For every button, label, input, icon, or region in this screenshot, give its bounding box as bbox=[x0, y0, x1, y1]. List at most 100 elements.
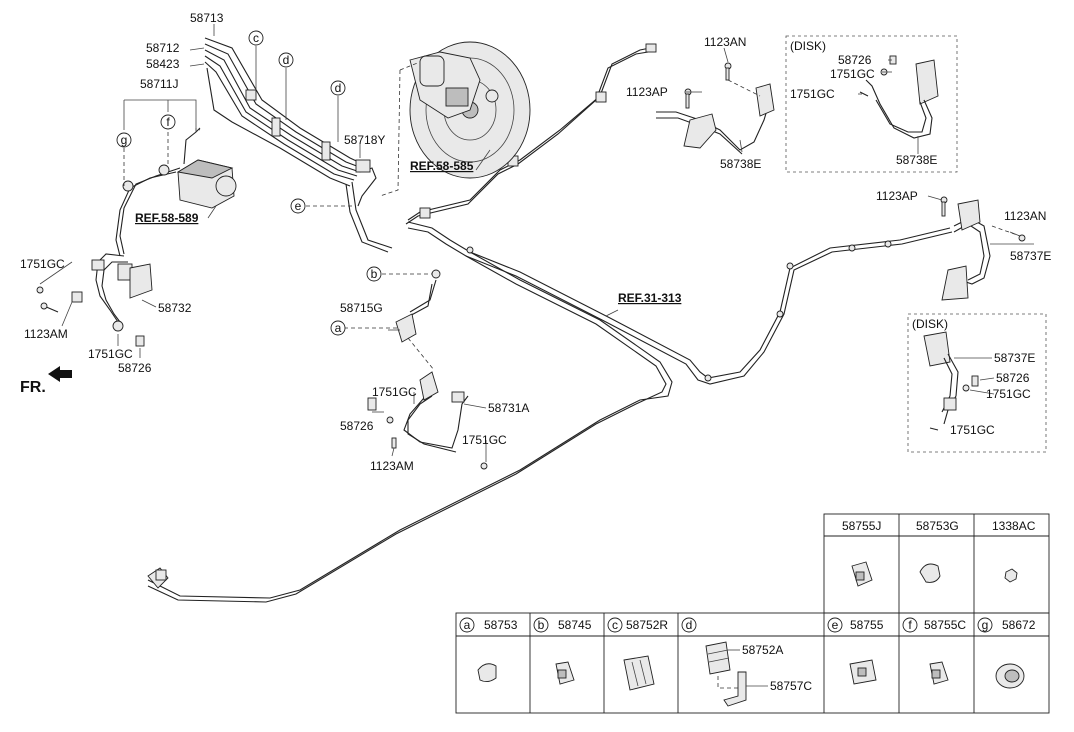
junction-block bbox=[355, 159, 371, 173]
svg-text:a: a bbox=[464, 618, 471, 632]
callout-e: e bbox=[290, 198, 306, 214]
rear-pipe-bundle bbox=[147, 221, 953, 603]
leader-lines bbox=[39, 24, 1034, 462]
label-1751GC-a: 1751GC bbox=[20, 257, 65, 271]
clip-c bbox=[245, 89, 257, 101]
callout-a: a bbox=[330, 320, 346, 336]
label-1123AP-b: 1123AP bbox=[876, 189, 918, 203]
svg-text:c: c bbox=[253, 31, 259, 45]
label-1123AM-b: 1123AM bbox=[370, 459, 414, 473]
svg-text:g: g bbox=[121, 133, 128, 147]
disk-inset-front bbox=[785, 35, 958, 173]
table-cell-58753: 58753 bbox=[484, 618, 518, 632]
callout-b: b bbox=[366, 266, 382, 282]
table-cell-58755C: 58755C bbox=[924, 618, 966, 632]
svg-text:58738E: 58738E bbox=[896, 153, 937, 167]
clip-58755C-icon bbox=[929, 661, 949, 685]
svg-text:f: f bbox=[908, 618, 912, 632]
svg-text:58737E: 58737E bbox=[994, 351, 1035, 365]
svg-text:b: b bbox=[538, 618, 545, 632]
table-cell-58755: 58755 bbox=[850, 618, 884, 632]
label-58713: 58713 bbox=[190, 11, 224, 25]
clip-58755J-icon bbox=[851, 561, 873, 587]
clip-58755-icon bbox=[849, 659, 877, 685]
svg-text:e: e bbox=[832, 618, 839, 632]
disk-front-labels: (DISK) 58726 1751GC 1751GC 58738E bbox=[790, 39, 937, 167]
table-cell-58752R: 58752R bbox=[626, 618, 668, 632]
callout-f: f bbox=[160, 114, 176, 130]
rear-left-hose bbox=[367, 269, 488, 470]
table-cell-58672: 58672 bbox=[1002, 618, 1036, 632]
svg-text:(DISK): (DISK) bbox=[912, 317, 948, 331]
label-58726-a: 58726 bbox=[118, 361, 152, 375]
clip-d-2 bbox=[321, 141, 331, 161]
grommet-58672-icon bbox=[995, 663, 1025, 689]
svg-text:1751GC: 1751GC bbox=[950, 423, 995, 437]
label-58715G: 58715G bbox=[340, 301, 383, 315]
disk-inset-rear bbox=[907, 313, 1047, 453]
svg-text:d: d bbox=[283, 53, 290, 67]
svg-text:d: d bbox=[686, 618, 693, 632]
callout-c: c bbox=[248, 30, 264, 46]
svg-text:1751GC: 1751GC bbox=[986, 387, 1031, 401]
table-header-58755J: 58755J bbox=[842, 519, 881, 533]
parts-table: 58755J 58753G 1338AC a 58753 b 58745 c 5… bbox=[455, 513, 1050, 714]
svg-text:c: c bbox=[612, 618, 618, 632]
label-58738E-a: 58738E bbox=[720, 157, 761, 171]
label-1123AN-b: 1123AN bbox=[1004, 209, 1046, 223]
callout-d-2: d bbox=[330, 80, 346, 96]
nut-1338AC-icon bbox=[1004, 568, 1018, 583]
svg-text:58726: 58726 bbox=[996, 371, 1030, 385]
label-58726-b: 58726 bbox=[340, 419, 374, 433]
part-labels: 58713 58712 58423 58711J 58718Y 1751GC 1… bbox=[20, 11, 1051, 473]
bracket-58757C-icon bbox=[717, 671, 768, 707]
label-58732: 58732 bbox=[158, 301, 192, 315]
label-58718Y: 58718Y bbox=[344, 133, 385, 147]
clip-d-1 bbox=[271, 117, 281, 137]
clip-58753G-icon bbox=[919, 563, 941, 583]
table-header-1338AC: 1338AC bbox=[992, 519, 1036, 533]
svg-text:1751GC: 1751GC bbox=[790, 87, 835, 101]
label-58711J: 58711J bbox=[140, 77, 178, 91]
callout-d-1: d bbox=[278, 52, 294, 68]
label-1123AM-a: 1123AM bbox=[24, 327, 68, 341]
table-cell-58757C: 58757C bbox=[770, 679, 812, 693]
clip-58752R-icon bbox=[623, 655, 655, 691]
front-direction-indicator: FR. bbox=[20, 366, 72, 396]
ref-31-313[interactable]: REF.31-313 bbox=[618, 291, 682, 305]
rear-right-hose bbox=[940, 196, 1026, 301]
label-1123AP-a: 1123AP bbox=[626, 85, 668, 99]
brake-booster bbox=[409, 41, 531, 179]
svg-text:f: f bbox=[166, 115, 170, 129]
front-left-hose bbox=[36, 253, 153, 347]
hecu-abs-unit bbox=[115, 127, 237, 257]
label-58737E-a: 58737E bbox=[1010, 249, 1051, 263]
table-header-58753G: 58753G bbox=[916, 519, 959, 533]
ref-58-589[interactable]: REF.58-589 bbox=[135, 211, 199, 225]
table-cell-58745: 58745 bbox=[558, 618, 592, 632]
svg-text:FR.: FR. bbox=[20, 379, 46, 396]
svg-text:b: b bbox=[371, 267, 378, 281]
front-arrow-icon bbox=[48, 366, 72, 382]
table-cell-58752A: 58752A bbox=[742, 643, 783, 657]
svg-text:58726: 58726 bbox=[838, 53, 872, 67]
svg-text:e: e bbox=[295, 199, 302, 213]
label-1751GC-b: 1751GC bbox=[88, 347, 133, 361]
svg-text:a: a bbox=[335, 321, 342, 335]
callout-g: g bbox=[116, 132, 132, 148]
clip-58752A-icon bbox=[705, 641, 740, 675]
front-pipe-bundle bbox=[204, 37, 393, 253]
label-1123AN-a: 1123AN bbox=[704, 35, 746, 49]
label-58423: 58423 bbox=[146, 57, 180, 71]
front-right-hose bbox=[656, 62, 775, 155]
label-58731A: 58731A bbox=[488, 401, 529, 415]
svg-text:(DISK): (DISK) bbox=[790, 39, 826, 53]
svg-text:g: g bbox=[982, 618, 989, 632]
svg-text:1751GC: 1751GC bbox=[830, 67, 875, 81]
disk-rear-labels: (DISK) 58737E 58726 1751GC 1751GC bbox=[912, 317, 1035, 437]
clip-58745-icon bbox=[555, 661, 575, 685]
label-1751GC-c: 1751GC bbox=[372, 385, 417, 399]
ref-58-585[interactable]: REF.58-585 bbox=[410, 159, 474, 173]
